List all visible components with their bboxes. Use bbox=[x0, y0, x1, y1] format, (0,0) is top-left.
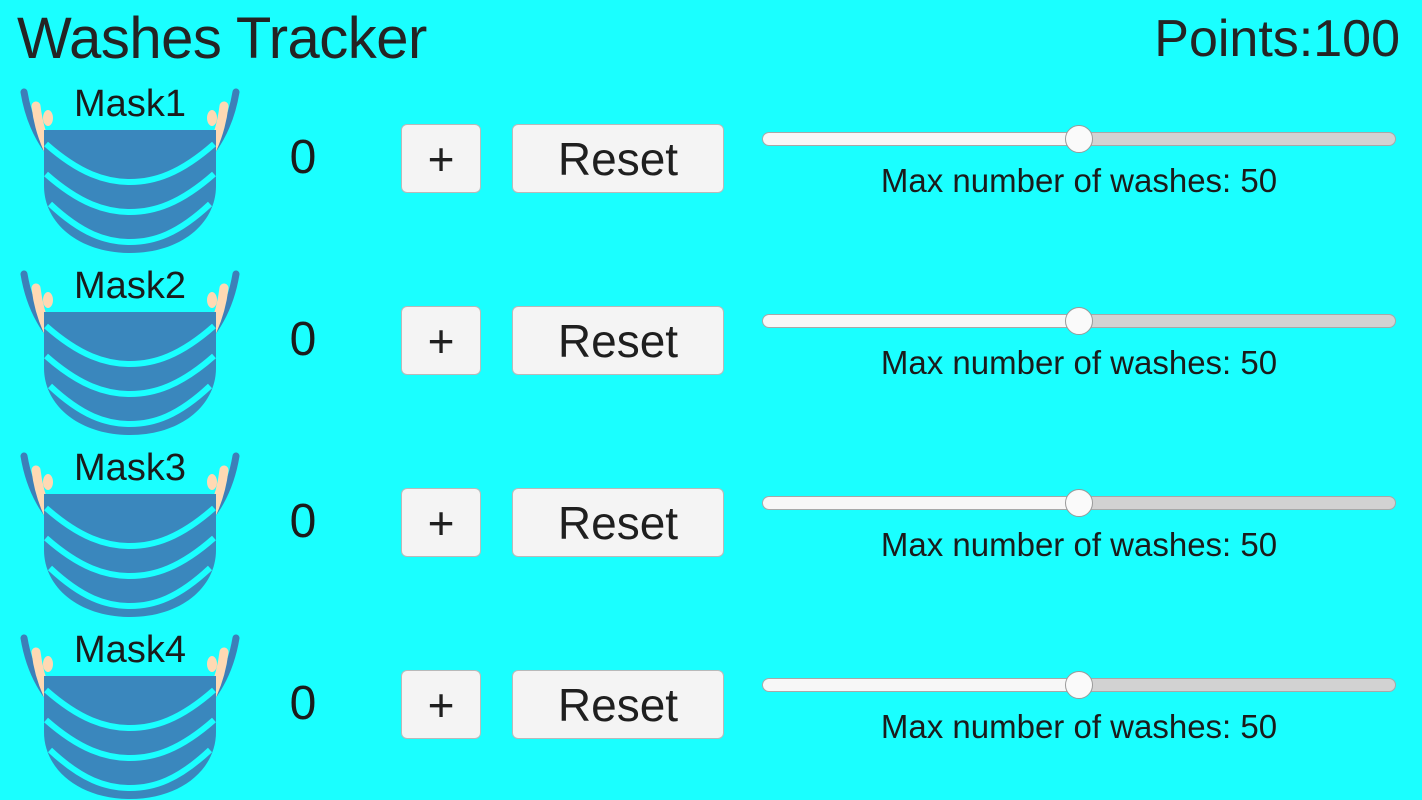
max-washes-slider[interactable] bbox=[762, 305, 1396, 335]
slider-fill bbox=[763, 133, 1079, 145]
mask-icon-cell: Mask1 bbox=[10, 78, 250, 253]
mask-row: Mask1 0 + Reset Max number of washes: 50 bbox=[0, 78, 1422, 260]
reset-washes-button[interactable]: Reset bbox=[512, 306, 724, 375]
reset-washes-button[interactable]: Reset bbox=[512, 670, 724, 739]
reset-washes-button[interactable]: Reset bbox=[512, 124, 724, 193]
wash-count-value: 0 bbox=[289, 131, 317, 184]
app-header: Washes Tracker Points:100 bbox=[0, 0, 1422, 78]
slider-thumb[interactable] bbox=[1065, 125, 1093, 153]
points-display: Points:100 bbox=[1154, 10, 1400, 68]
mask-icon-cell: Mask2 bbox=[10, 260, 250, 435]
increment-washes-button[interactable]: + bbox=[401, 488, 481, 557]
slider-fill bbox=[763, 315, 1079, 327]
mask-row: Mask3 0 + Reset Max number of washes: 50 bbox=[0, 442, 1422, 624]
slider-thumb[interactable] bbox=[1065, 671, 1093, 699]
mask-icon-cell: Mask3 bbox=[10, 442, 250, 617]
mask-row: Mask4 0 + Reset Max number of washes: 50 bbox=[0, 624, 1422, 800]
wash-count-value: 0 bbox=[289, 495, 317, 548]
max-washes-slider[interactable] bbox=[762, 123, 1396, 153]
page-title: Washes Tracker bbox=[17, 6, 427, 71]
mask-icon-cell: Mask4 bbox=[10, 624, 250, 799]
wash-count-value: 0 bbox=[289, 677, 317, 730]
max-washes-caption: Max number of washes: 50 bbox=[880, 344, 1278, 381]
max-washes-slider[interactable] bbox=[762, 669, 1396, 699]
slider-thumb[interactable] bbox=[1065, 489, 1093, 517]
slider-fill bbox=[763, 497, 1079, 509]
face-mask-icon bbox=[20, 634, 240, 799]
increment-washes-button[interactable]: + bbox=[401, 670, 481, 739]
face-mask-icon bbox=[20, 452, 240, 617]
max-washes-caption: Max number of washes: 50 bbox=[880, 526, 1278, 563]
mask-row: Mask2 0 + Reset Max number of washes: 50 bbox=[0, 260, 1422, 442]
wash-count-value: 0 bbox=[289, 313, 317, 366]
face-mask-icon bbox=[20, 270, 240, 435]
max-washes-slider[interactable] bbox=[762, 487, 1396, 517]
max-washes-caption: Max number of washes: 50 bbox=[880, 708, 1278, 745]
increment-washes-button[interactable]: + bbox=[401, 124, 481, 193]
increment-washes-button[interactable]: + bbox=[401, 306, 481, 375]
reset-washes-button[interactable]: Reset bbox=[512, 488, 724, 557]
face-mask-icon bbox=[20, 88, 240, 253]
max-washes-caption: Max number of washes: 50 bbox=[880, 162, 1278, 199]
slider-fill bbox=[763, 679, 1079, 691]
slider-thumb[interactable] bbox=[1065, 307, 1093, 335]
